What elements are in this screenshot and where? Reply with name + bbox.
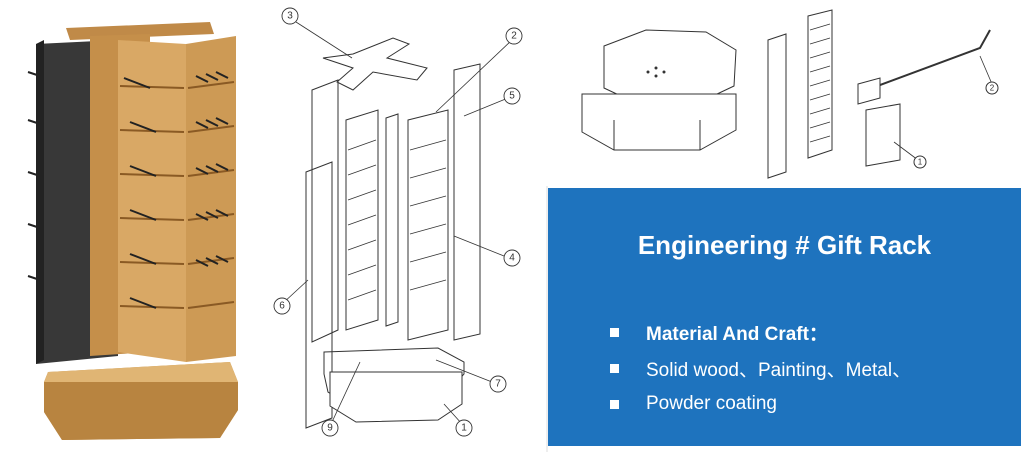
spec-row: Solid wood、Painting、Metal、	[610, 350, 1010, 386]
exploded-view-svg: 3 2 5 4 6 7 9 1	[273, 7, 523, 437]
bullet-square-icon	[610, 327, 619, 337]
part-callout-1: 1	[918, 158, 923, 167]
bullet-square-icon	[610, 399, 619, 409]
info-title: Engineering # Gift Rack	[637, 230, 932, 260]
callout-6: 6	[279, 301, 285, 312]
parts-svg: 2 1	[581, 9, 999, 179]
spec-heading: Material And Craft：	[646, 323, 828, 345]
callout-7: 7	[495, 379, 501, 390]
callout-9: 9	[327, 423, 333, 434]
spec-row: Powder coating	[610, 386, 1010, 422]
gift-rack-render	[27, 22, 238, 440]
callout-1: 1	[461, 423, 467, 434]
spec-materials: Solid wood、Painting、Metal、	[646, 359, 912, 381]
callout-5: 5	[509, 91, 515, 102]
spec-list: Material And Craft： Solid wood、Painting、…	[610, 314, 1010, 422]
info-card: Engineering # Gift Rack Material And Cra…	[548, 188, 1021, 446]
spec-finish: Powder coating	[646, 393, 777, 414]
bullet-square-icon	[610, 363, 619, 373]
vertical-divider	[546, 0, 548, 452]
parts-drawing: 2 1	[546, 0, 1024, 186]
part-callout-2: 2	[990, 84, 995, 93]
spec-row: Material And Craft：	[610, 314, 1010, 350]
exploded-drawing: 3 2 5 4 6 7 9 1	[268, 0, 546, 452]
callout-2: 2	[511, 31, 517, 42]
product-photo	[0, 0, 268, 452]
callout-4: 4	[509, 253, 515, 264]
callout-3: 3	[287, 11, 293, 22]
